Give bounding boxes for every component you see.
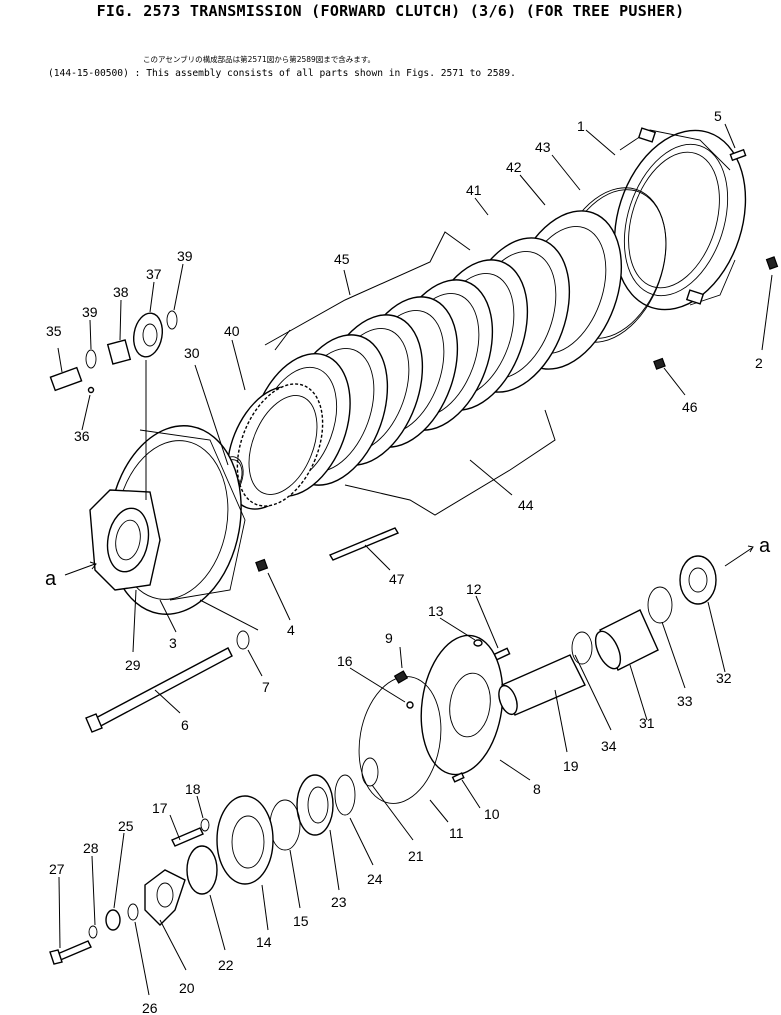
pin-part-10 (451, 772, 465, 783)
oring-part-11 (358, 676, 442, 804)
callout-28: 28 (83, 840, 99, 856)
callout-36: 36 (74, 428, 90, 444)
callout-labels: 1 2 3 4 5 6 7 8 9 10 11 12 13 14 15 16 1… (45, 108, 771, 1015)
callout-30: 30 (184, 345, 200, 361)
plug-part-46 (653, 357, 666, 370)
callout-39-right: 39 (177, 248, 193, 264)
oring-part-15 (269, 799, 301, 851)
ring-part-39-left (85, 349, 97, 369)
callout-7: 7 (262, 679, 270, 695)
gear-part-37 (132, 312, 164, 358)
callout-18: 18 (185, 781, 201, 797)
callout-14: 14 (256, 934, 272, 950)
bolt-part-6 (85, 647, 233, 733)
callout-27: 27 (49, 861, 65, 877)
callout-47: 47 (389, 571, 405, 587)
callout-46: 46 (682, 399, 698, 415)
callout-20: 20 (179, 980, 195, 996)
gear-shaft-part-31 (594, 609, 659, 671)
piston-part-8 (420, 634, 504, 776)
callout-3: 3 (169, 635, 177, 651)
bearing-part-23 (296, 774, 334, 836)
callout-31: 31 (639, 715, 655, 731)
shaft-part-35 (49, 366, 83, 392)
callout-23: 23 (331, 894, 347, 910)
callout-15: 15 (293, 913, 309, 929)
callout-39-left: 39 (82, 304, 98, 320)
leader-lines (57, 123, 773, 996)
pin-part-5 (729, 148, 747, 162)
plug-part-2 (765, 256, 779, 270)
clutch-hub-part-40 (226, 383, 324, 510)
bolt-part-17 (171, 827, 204, 847)
washer-part-28 (88, 925, 98, 939)
callout-43: 43 (535, 139, 551, 155)
snap-ring-part-21 (361, 757, 379, 787)
callout-29: 29 (125, 657, 141, 673)
callout-17: 17 (152, 800, 168, 816)
retainer-part-14 (216, 795, 274, 885)
washer-part-25 (105, 909, 121, 931)
flange-part-29 (89, 489, 161, 591)
callout-16: 16 (337, 653, 353, 669)
ball-part-13 (473, 639, 483, 647)
callout-4: 4 (287, 622, 295, 638)
callout-25: 25 (118, 818, 134, 834)
callout-45: 45 (334, 251, 350, 267)
callout-22: 22 (218, 957, 234, 973)
callout-34: 34 (601, 738, 617, 754)
callout-33: 33 (677, 693, 693, 709)
callout-41: 41 (466, 182, 482, 198)
figure-title: FIG. 2573 TRANSMISSION (FORWARD CLUTCH) … (96, 2, 685, 20)
callout-12: 12 (466, 581, 482, 597)
callout-40: 40 (224, 323, 240, 339)
plug-part-4 (255, 558, 269, 572)
callout-38: 38 (113, 284, 129, 300)
ring-part-39-right (166, 310, 178, 330)
callout-2: 2 (755, 355, 763, 371)
section-marker-a-right: a (759, 535, 771, 557)
callout-13: 13 (428, 603, 444, 619)
callout-10: 10 (484, 806, 500, 822)
oring-part-26 (127, 903, 139, 921)
assembly-note-english: (144-15-00500) : This assembly consists … (48, 68, 516, 79)
washer-part-7 (236, 630, 250, 650)
assembly-note-japanese: このアセンブリの構成部品は第2571図から第2589図まで含みます。 (143, 55, 376, 64)
callout-19: 19 (563, 758, 579, 774)
splined-shaft-part-19 (498, 654, 586, 716)
section-marker-a-left: a (45, 568, 57, 590)
callout-42: 42 (506, 159, 522, 175)
callout-35: 35 (46, 323, 62, 339)
callout-21: 21 (408, 848, 424, 864)
ring-part-33 (647, 586, 673, 624)
callout-11: 11 (449, 825, 464, 841)
callout-5: 5 (714, 108, 722, 124)
coupling-part-20 (144, 869, 186, 926)
snap-ring-part-34 (571, 631, 593, 665)
gear-part-32 (679, 555, 717, 605)
callout-26: 26 (142, 1000, 158, 1015)
callout-32: 32 (716, 670, 732, 686)
callout-6: 6 (181, 717, 189, 733)
clutch-housing-part (613, 127, 747, 311)
callout-1: 1 (577, 118, 585, 134)
pin-part-47 (328, 527, 400, 561)
seal-part-22 (186, 845, 218, 895)
ball-part-16 (406, 701, 414, 709)
bushing-part-38 (106, 339, 132, 365)
callout-24: 24 (367, 871, 383, 887)
plug-part-9 (393, 670, 409, 684)
pin-part-12 (493, 647, 511, 661)
callout-37: 37 (146, 266, 162, 282)
ball-part-36 (87, 386, 95, 394)
callout-9: 9 (385, 630, 393, 646)
callout-8: 8 (533, 781, 541, 797)
washer-part-18 (200, 818, 210, 832)
callout-44: 44 (518, 497, 534, 513)
snap-ring-part-24 (334, 774, 356, 816)
